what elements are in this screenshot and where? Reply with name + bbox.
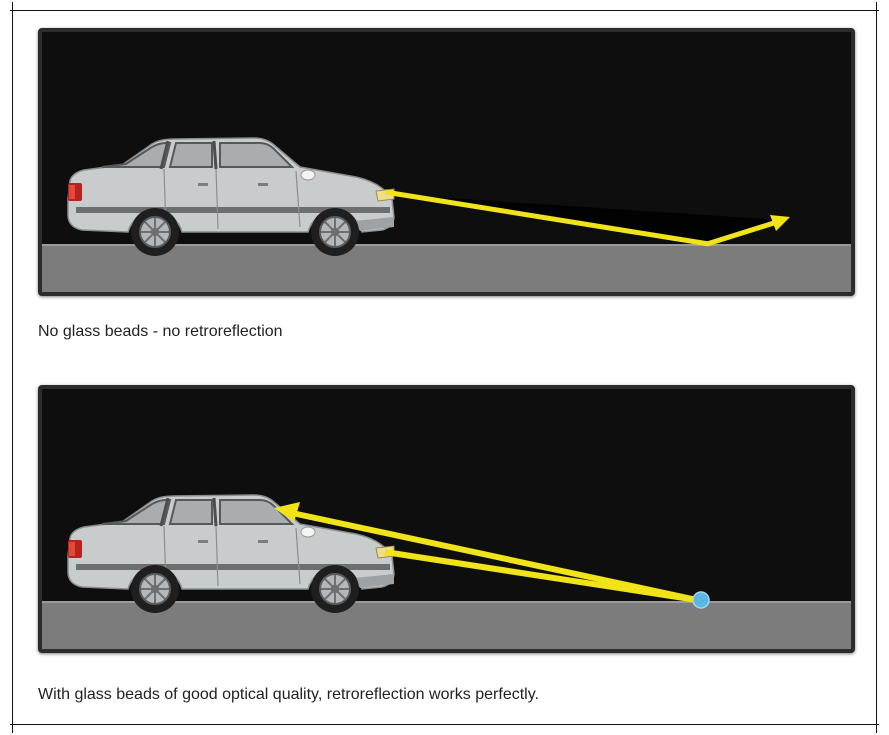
- car-pillar: [159, 140, 170, 170]
- car-side-mirror: [300, 526, 316, 538]
- light-ray-deflected: [706, 219, 778, 247]
- car-door-line: [295, 170, 301, 228]
- caption-no-beads: No glass beads - no retroreflection: [38, 323, 283, 340]
- frame-right-line: [876, 2, 877, 733]
- car-pillar: [212, 497, 218, 527]
- car-tail-light: [69, 542, 75, 556]
- car-door-line: [215, 168, 219, 230]
- scene-no-beads: [42, 32, 851, 292]
- scene-with-beads: [42, 389, 851, 649]
- car-window-front: [219, 499, 295, 525]
- car-rear-wheel: [131, 208, 179, 256]
- ray-arrow-head: [274, 502, 300, 522]
- car-window-middle: [168, 499, 213, 525]
- frame-top-line: [10, 10, 879, 11]
- car-door-line: [295, 527, 301, 585]
- station-wagon-car: [67, 494, 395, 613]
- car-tail-light: [69, 185, 75, 199]
- car-door-handle: [198, 540, 208, 543]
- caption-with-beads: With glass beads of good optical quality…: [38, 686, 539, 703]
- car-window-middle: [168, 142, 213, 168]
- car-door-handle: [258, 540, 268, 543]
- road-surface: [42, 245, 851, 292]
- station-wagon-car: [67, 137, 395, 256]
- diagram-panel-no-beads: [38, 28, 855, 296]
- light-ray-incident: [384, 189, 710, 247]
- light-ray-incident: [384, 549, 698, 603]
- car-window-front: [219, 142, 295, 168]
- road-surface: [42, 602, 851, 649]
- car-pillar: [212, 140, 218, 170]
- frame-bottom-line: [10, 724, 879, 725]
- ray-arrow-head: [770, 215, 790, 231]
- light-ray-retroreflected: [291, 510, 698, 603]
- car-front-wheel: [311, 565, 359, 613]
- glass-bead: [692, 591, 710, 609]
- car-pillar: [159, 497, 170, 527]
- car-front-wheel: [311, 208, 359, 256]
- car-rear-wheel: [131, 565, 179, 613]
- frame-left-line: [12, 2, 13, 733]
- car-bumper: [354, 574, 394, 588]
- car-door-handle: [198, 183, 208, 186]
- diagram-panel-with-beads: [38, 385, 855, 653]
- car-side-mirror: [300, 169, 316, 181]
- car-bumper: [354, 217, 394, 231]
- car-door-line: [215, 525, 219, 587]
- car-door-handle: [258, 183, 268, 186]
